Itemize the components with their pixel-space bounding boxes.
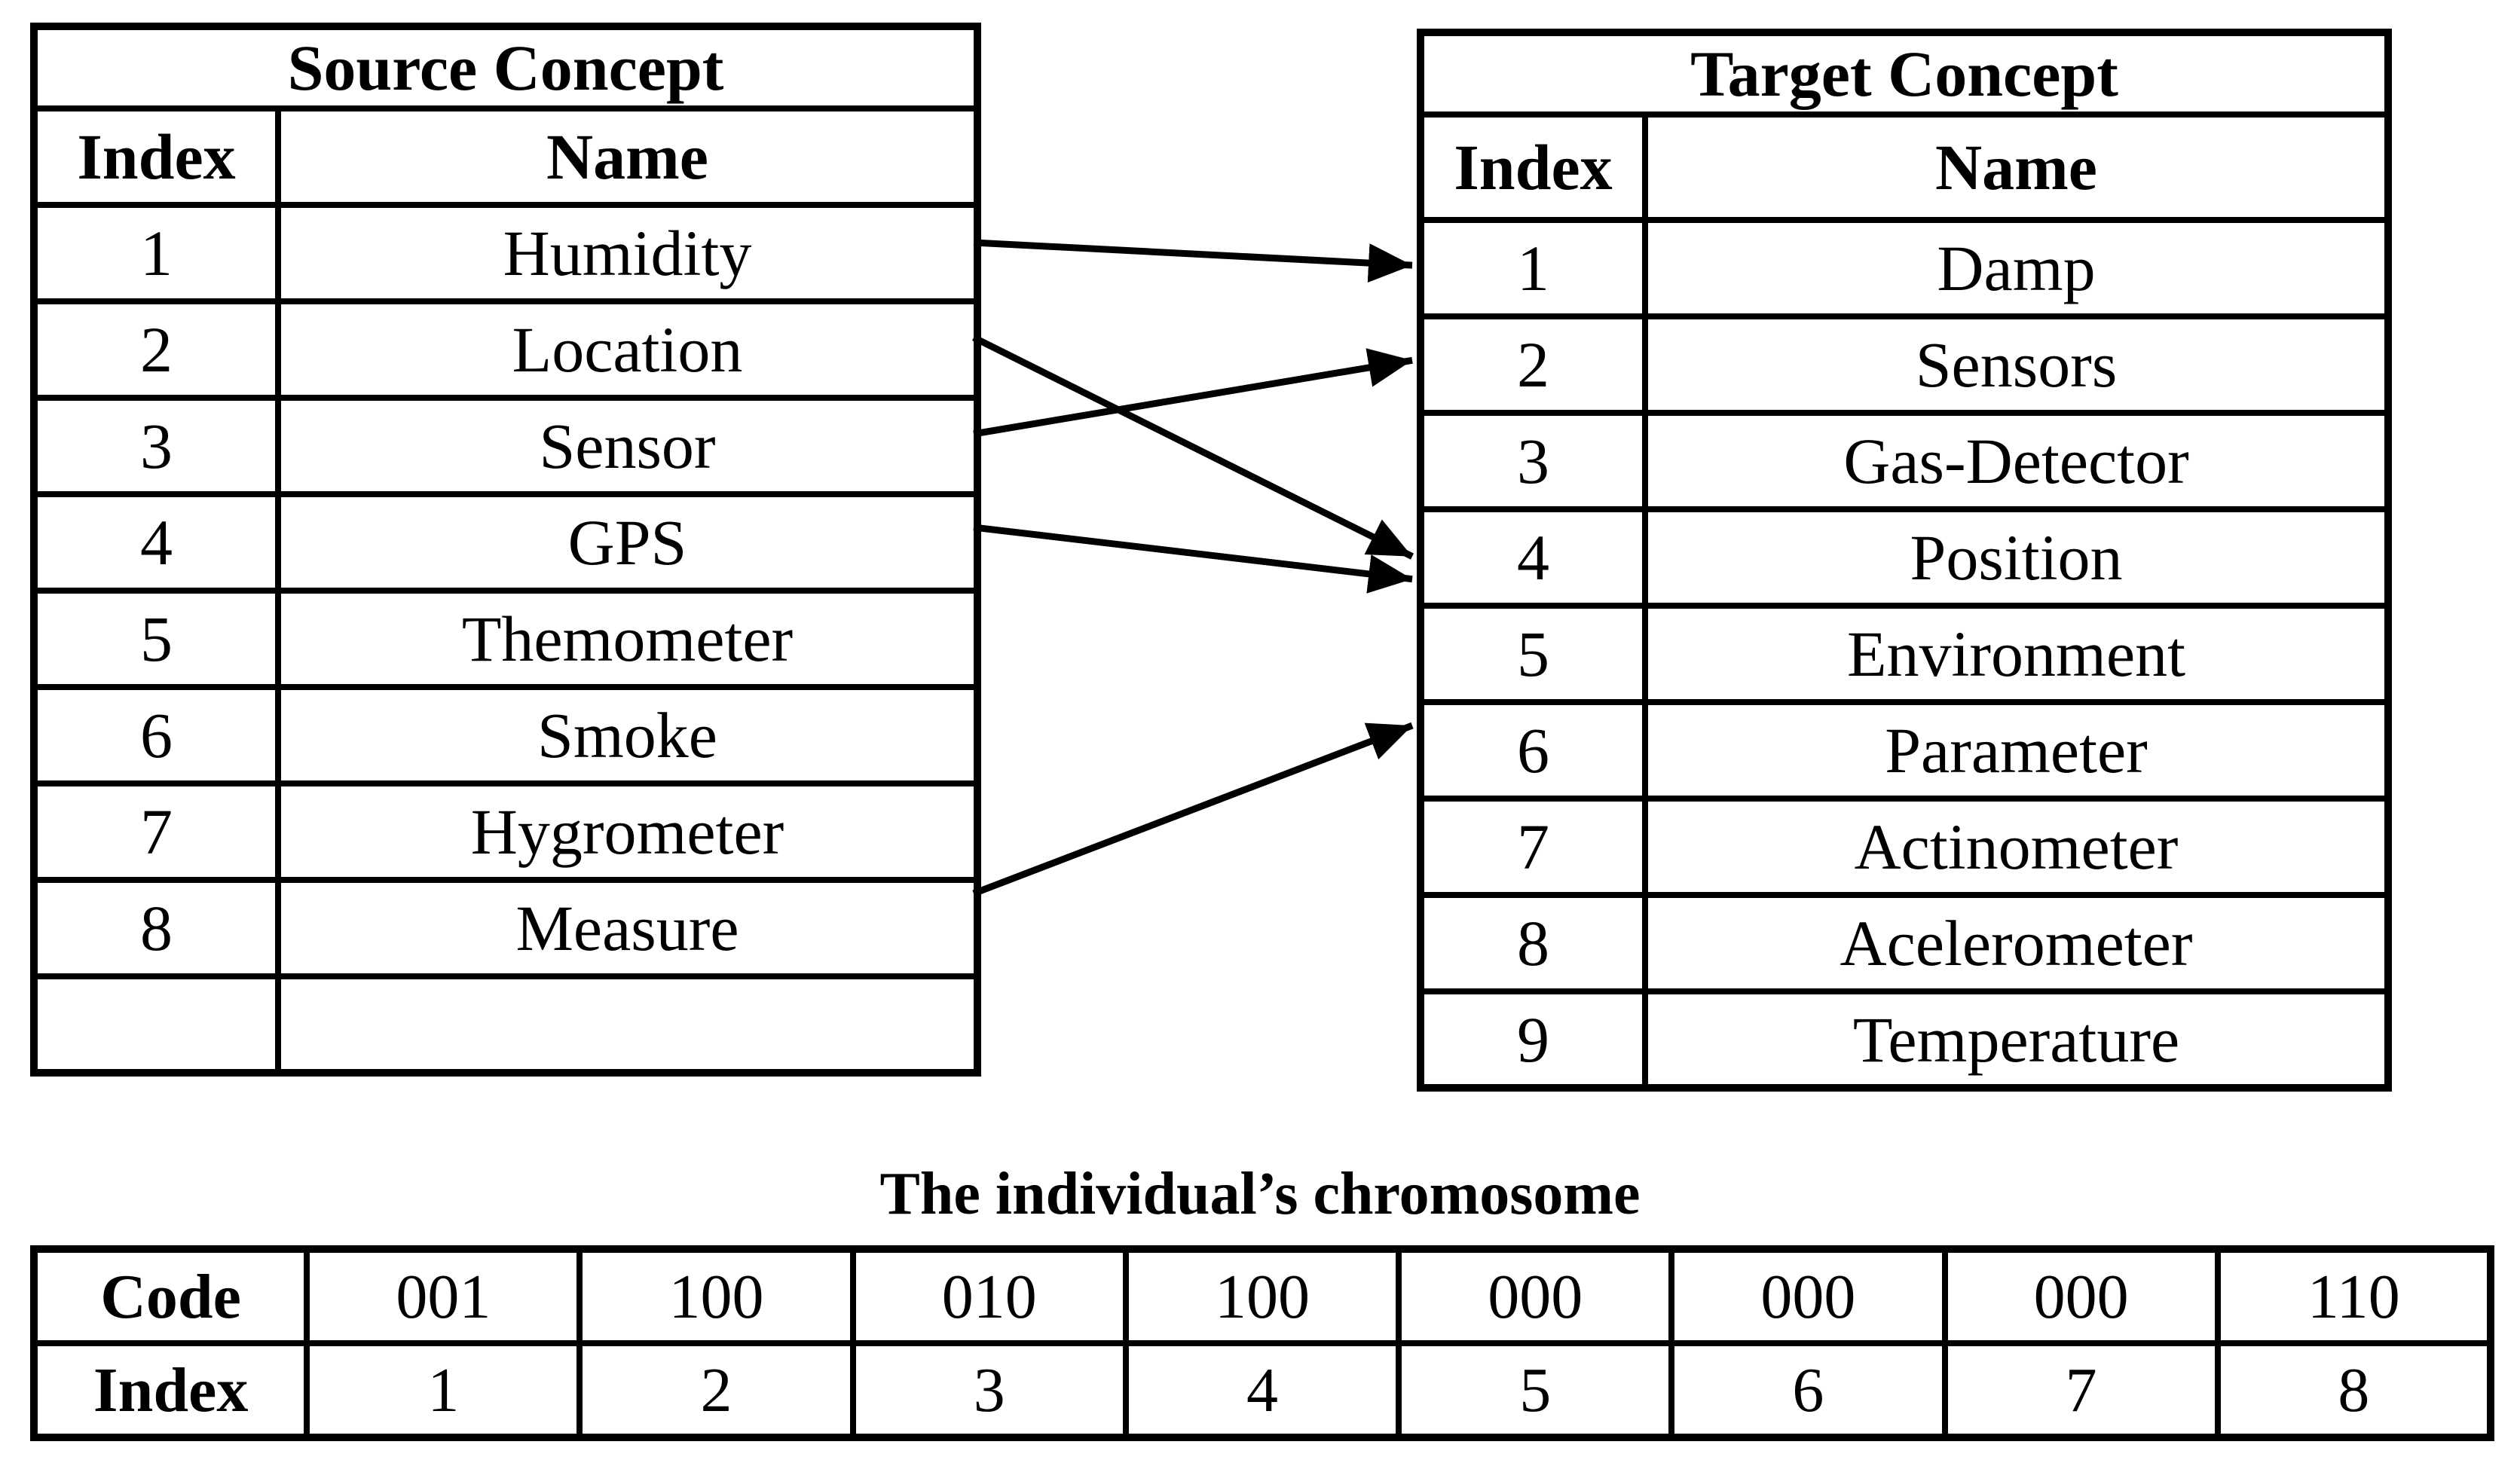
row-name-cell: Hygrometer <box>275 780 980 883</box>
row-name-cell: Environment <box>1641 603 2392 705</box>
row-name-cell: Position <box>1641 506 2392 609</box>
row-index-cell: 7 <box>1418 796 1648 898</box>
chromosome-code-cell: 000 <box>1668 1246 1948 1346</box>
chromosome-index-cell: 8 <box>2214 1340 2494 1440</box>
chromosome-index-cell: 7 <box>1941 1340 2221 1440</box>
row-name-cell: Acelerometer <box>1641 892 2392 994</box>
source-col-header-index: Index <box>31 105 281 208</box>
row-name-cell: Measure <box>275 877 980 979</box>
row-index-cell: 1 <box>1418 217 1648 319</box>
target-header-row: Index Name <box>1418 111 2392 223</box>
mapping-arrow-4-to-4 <box>973 524 1413 594</box>
row-index-cell: 8 <box>31 877 281 979</box>
chromosome-title: The individual’s chromosome <box>879 1161 1641 1227</box>
chromosome-code-cell: 010 <box>849 1246 1129 1346</box>
row-name-cell <box>275 973 980 1076</box>
row-name-cell: Themometer <box>275 588 980 690</box>
row-index-cell <box>31 973 281 1076</box>
row-index-cell: 2 <box>1418 313 1648 416</box>
row-index-cell: 2 <box>31 298 281 401</box>
row-index-cell: 6 <box>31 684 281 786</box>
chromosome-code-cell: 001 <box>304 1246 583 1346</box>
target-col-header-name: Name <box>1641 111 2392 223</box>
chromosome-code-cell: 000 <box>1941 1246 2221 1346</box>
table-row <box>31 973 980 1076</box>
chromosome-code-cell: 100 <box>1122 1246 1402 1346</box>
chromosome-code-label: Code <box>30 1246 310 1346</box>
row-index-cell: 9 <box>1418 988 1648 1091</box>
chromosome-index-cell: 5 <box>1396 1340 1675 1440</box>
source-col-header-name: Name <box>275 105 980 208</box>
source-header-row: Index Name <box>31 105 980 208</box>
mapping-arrow-1-to-1 <box>973 239 1413 283</box>
chromosome-index-cell: 4 <box>1122 1340 1402 1440</box>
row-index-cell: 4 <box>1418 506 1648 609</box>
mapping-arrow-2-to-4 <box>971 334 1414 560</box>
row-index-cell: 6 <box>1418 699 1648 802</box>
row-name-cell: Humidity <box>275 202 980 304</box>
chromosome-index-cell: 3 <box>849 1340 1129 1440</box>
row-name-cell: Smoke <box>275 684 980 786</box>
row-index-cell: 4 <box>31 491 281 594</box>
row-name-cell: Temperature <box>1641 988 2392 1091</box>
row-name-cell: Gas-Detector <box>1641 410 2392 512</box>
source-title-row: Source Concept <box>31 23 980 111</box>
row-name-cell: Damp <box>1641 217 2392 319</box>
target-table-title: Target Concept <box>1417 29 2392 118</box>
chromosome-index-cell: 6 <box>1668 1340 1948 1440</box>
row-name-cell: Parameter <box>1641 699 2392 802</box>
mapping-arrow-3-to-2 <box>973 348 1413 438</box>
target-col-header-index: Index <box>1418 111 1648 223</box>
chromosome-index-cell: 2 <box>576 1340 856 1440</box>
mapping-arrow-8-to-6 <box>972 722 1414 897</box>
row-index-cell: 8 <box>1418 892 1648 994</box>
row-index-cell: 5 <box>1418 603 1648 705</box>
row-name-cell: Sensors <box>1641 313 2392 416</box>
chromosome-code-cell: 000 <box>1396 1246 1675 1346</box>
row-index-cell: 7 <box>31 780 281 883</box>
row-index-cell: 3 <box>1418 410 1648 512</box>
source-table-title: Source Concept <box>31 23 980 111</box>
row-index-cell: 3 <box>31 395 281 497</box>
row-index-cell: 5 <box>31 588 281 690</box>
row-name-cell: Sensor <box>275 395 980 497</box>
row-name-cell: Actinometer <box>1641 796 2392 898</box>
row-name-cell: Location <box>275 298 980 401</box>
chromosome-code-cell: 100 <box>576 1246 856 1346</box>
row-name-cell: GPS <box>275 491 980 594</box>
chromosome-index-label: Index <box>30 1340 310 1440</box>
chromosome-index-cell: 1 <box>304 1340 583 1440</box>
target-title-row: Target Concept <box>1417 29 2392 118</box>
chromosome-code-cell: 110 <box>2214 1246 2494 1346</box>
row-index-cell: 1 <box>31 202 281 304</box>
